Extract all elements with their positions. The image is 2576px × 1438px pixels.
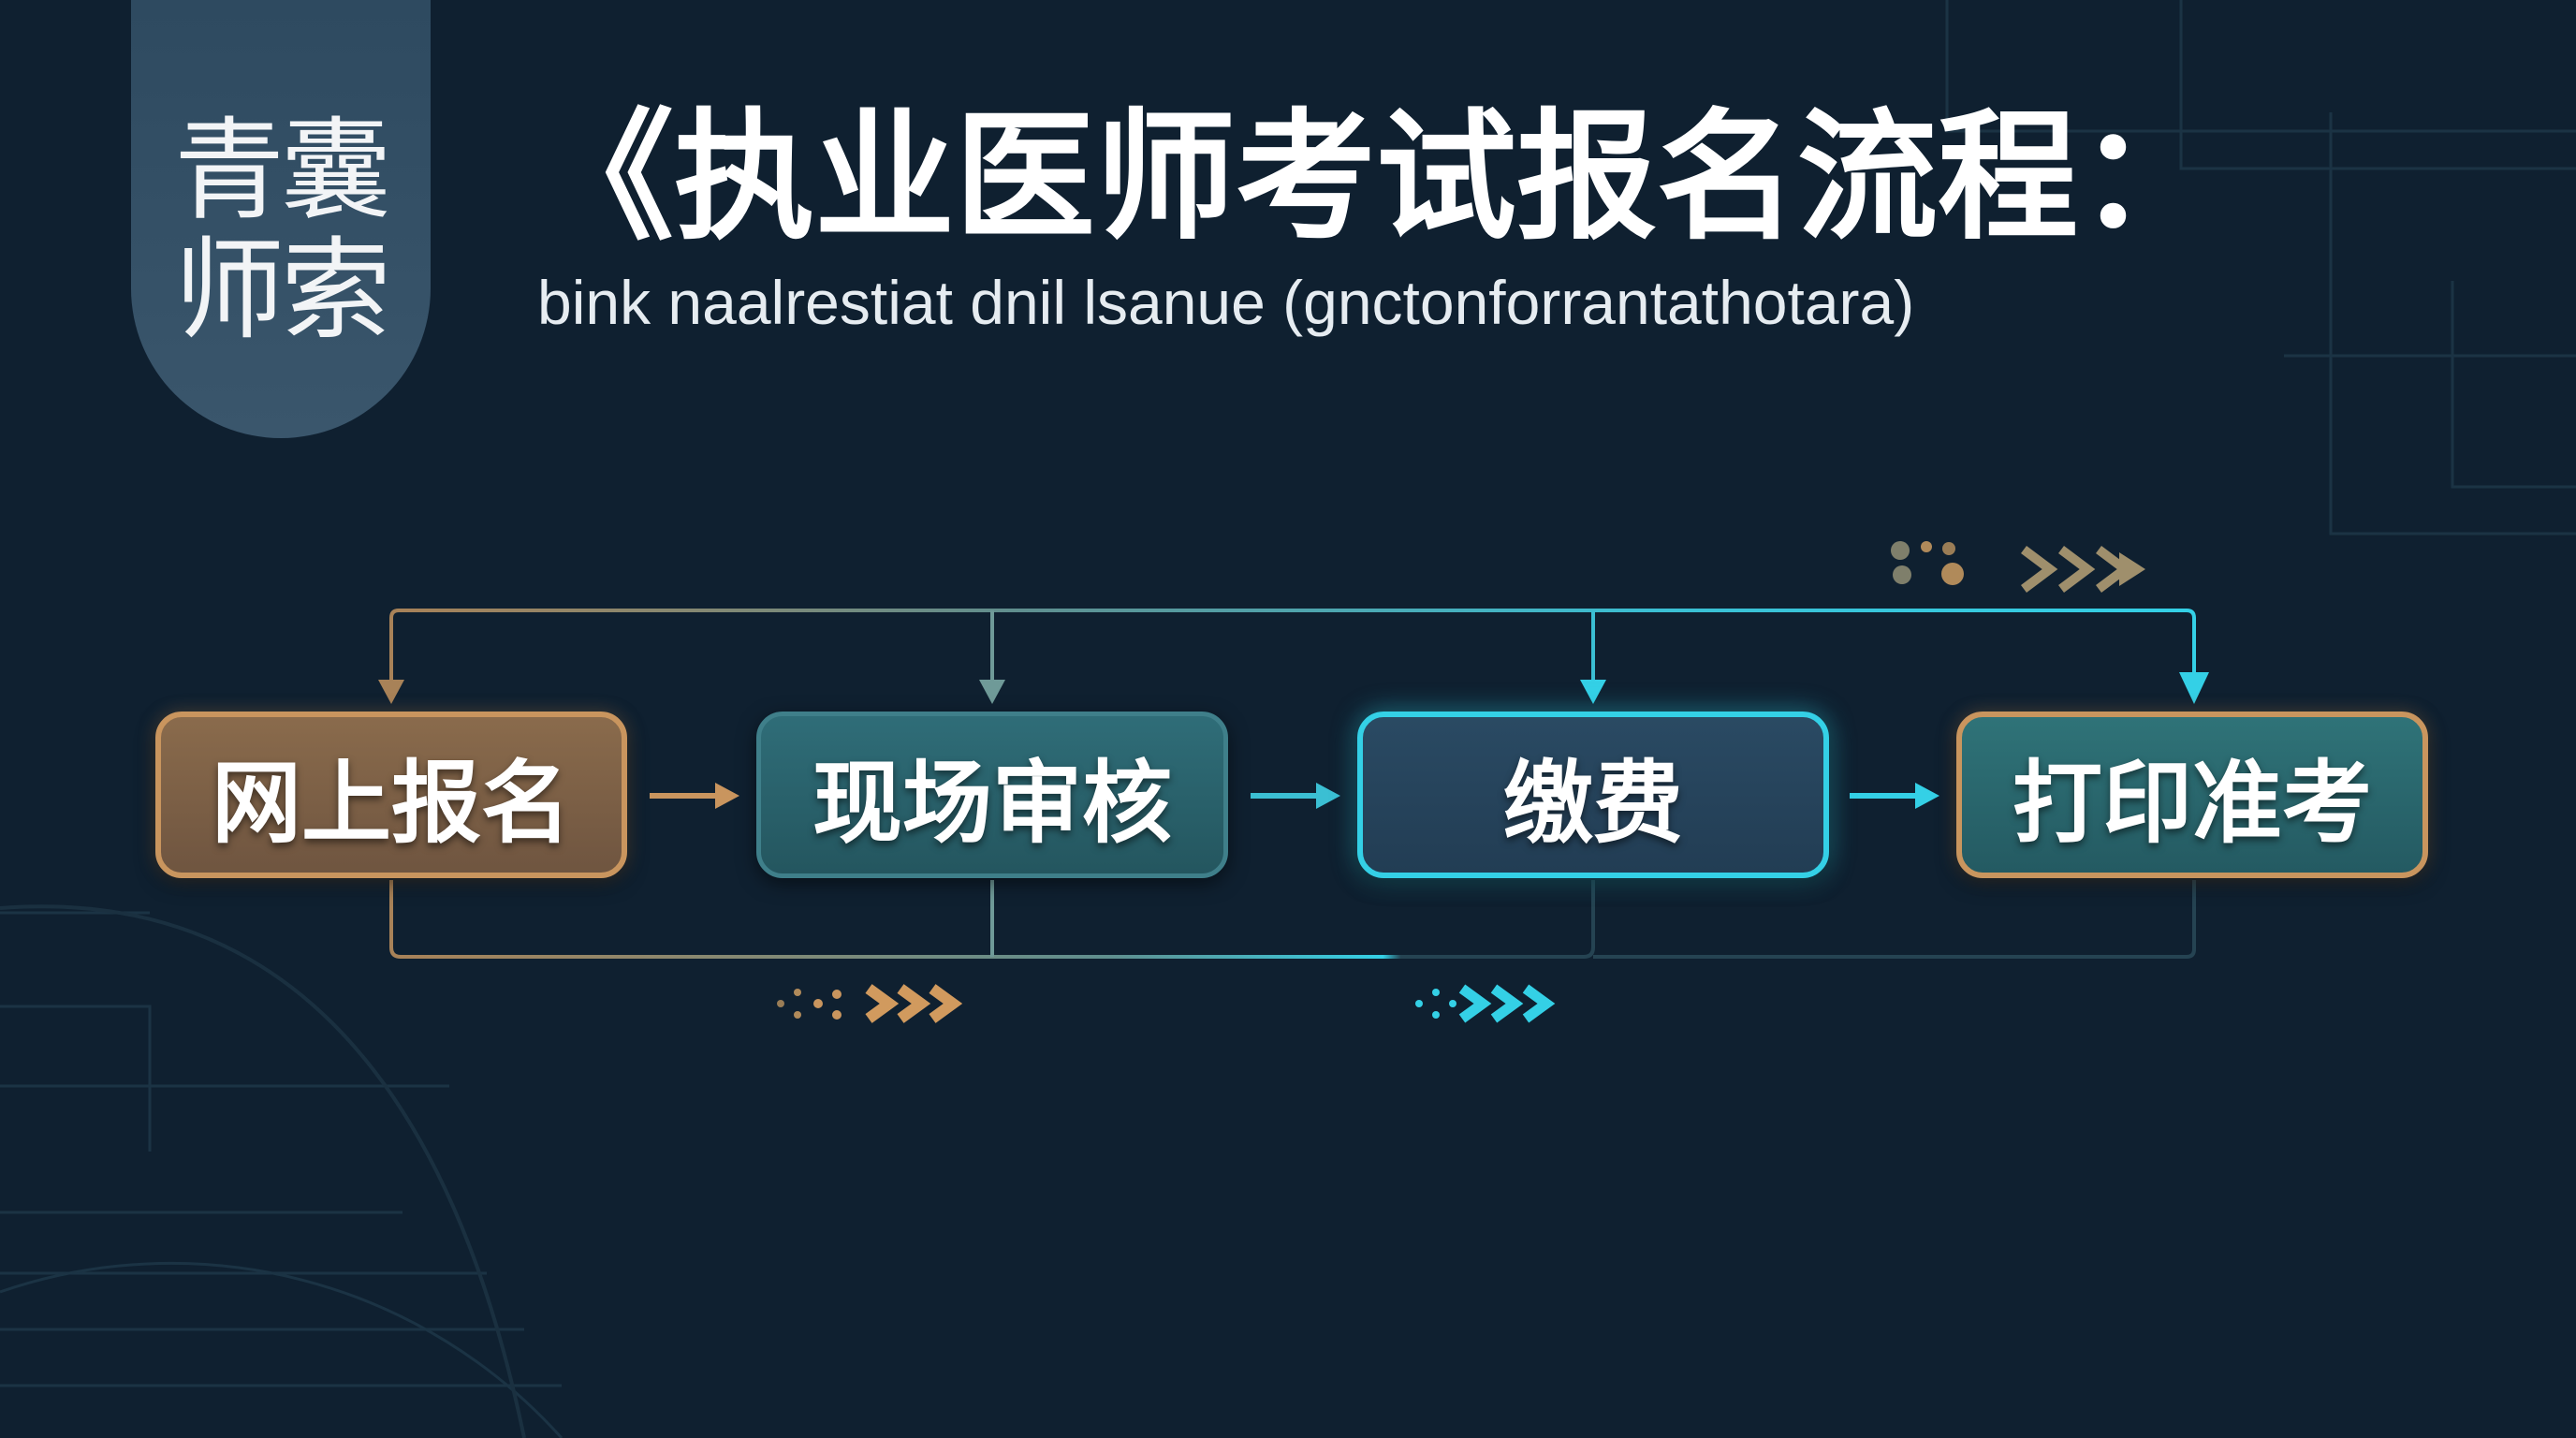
step-label: 网上报名 bbox=[212, 750, 571, 856]
arrow-right-icon bbox=[715, 783, 739, 809]
brand-logo-tab: 青囊 师索 bbox=[131, 0, 431, 438]
decorative-dots-icon bbox=[1891, 541, 1964, 585]
brand-logo-text: 青囊 师索 bbox=[131, 110, 431, 350]
chevrons-right-icon bbox=[777, 984, 963, 1023]
step-online-registration: 网上报名 bbox=[155, 712, 627, 878]
step-onsite-review: 现场审核 bbox=[756, 712, 1228, 878]
arrow-down-icon bbox=[2179, 672, 2209, 704]
chevrons-right-icon bbox=[2021, 546, 2133, 593]
arrow-down-icon bbox=[1580, 680, 1606, 704]
arrow-right-icon bbox=[1316, 783, 1340, 809]
step-label: 缴费 bbox=[1503, 750, 1683, 856]
brand-logo-line-1: 青囊 bbox=[173, 106, 391, 235]
arrow-right-icon bbox=[1915, 783, 1939, 809]
page-title: 《执业医师考试报名流程： bbox=[534, 96, 2219, 259]
arrow-down-icon bbox=[979, 680, 1005, 704]
top-connector-line bbox=[389, 609, 2196, 688]
brand-logo-line-2: 师索 bbox=[173, 226, 391, 355]
step-label: 现场审核 bbox=[812, 750, 1172, 856]
step-print-admission-ticket: 打印准考 bbox=[1956, 712, 2428, 878]
arrow-down-icon bbox=[378, 680, 404, 704]
step-label: 打印准考 bbox=[2012, 750, 2372, 856]
step-payment: 缴费 bbox=[1357, 712, 1829, 878]
chevrons-right-icon bbox=[1415, 984, 1556, 1023]
page-subtitle: bink naalrestiat dnil lsanue (gnctonforr… bbox=[537, 268, 1915, 337]
